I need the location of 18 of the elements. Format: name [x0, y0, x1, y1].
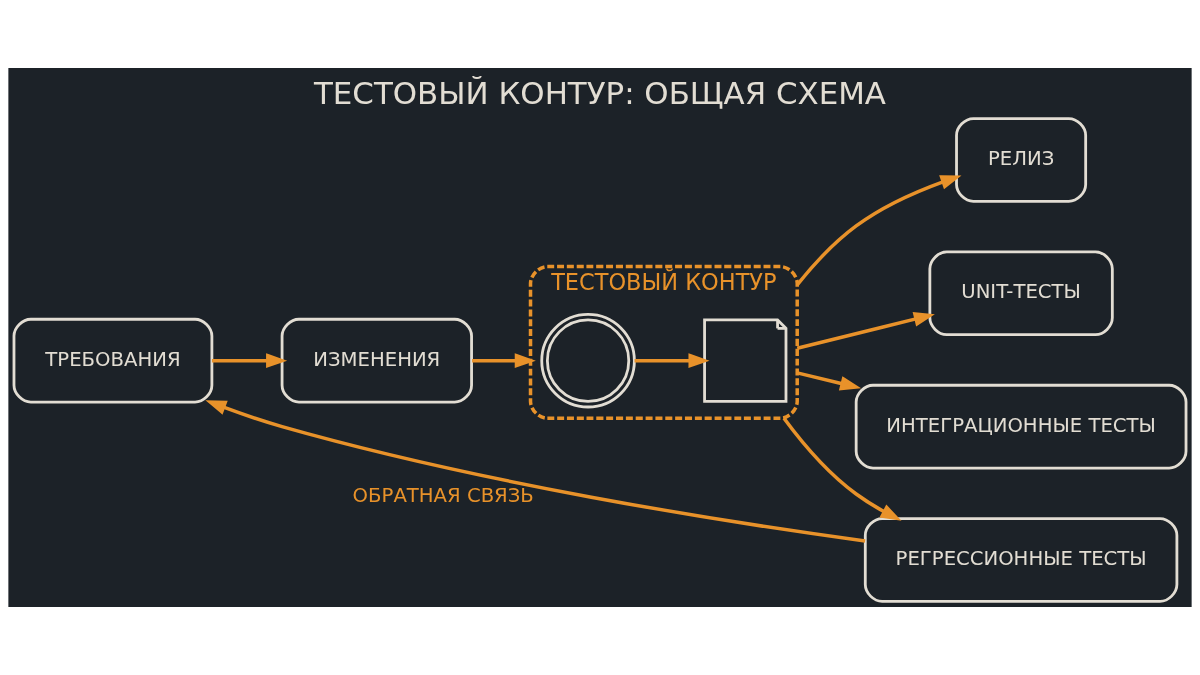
node-box: ТРЕБОВАНИЯ [12, 317, 214, 404]
arrow [796, 371, 862, 391]
node-box: ИНТЕГРАЦИОННЫЕ ТЕСТЫ [854, 383, 1188, 470]
arrow [472, 353, 536, 369]
arrow [634, 353, 710, 369]
arrow [796, 312, 935, 350]
arrow [782, 417, 902, 521]
arrow [205, 400, 866, 543]
arrow [795, 175, 962, 287]
node-box: РЕЛИЗ [955, 117, 1088, 203]
arrow [211, 353, 288, 369]
edge-label: ОБРАТНАЯ СВЯЗЬ [352, 483, 534, 507]
node-box: UNIT-ТЕСТЫ [928, 250, 1114, 337]
node-gear [540, 312, 636, 409]
cluster: ТЕСТОВЫЙ КОНТУР [528, 264, 799, 420]
node-box: РЕГРЕССИОННЫЕ ТЕСТЫ [863, 517, 1179, 603]
diagram-title: ТЕСТОВЫЙ КОНТУР: ОБЩАЯ СХЕМА [314, 74, 886, 111]
node-box: ИЗМЕНЕНИЯ [280, 317, 473, 404]
